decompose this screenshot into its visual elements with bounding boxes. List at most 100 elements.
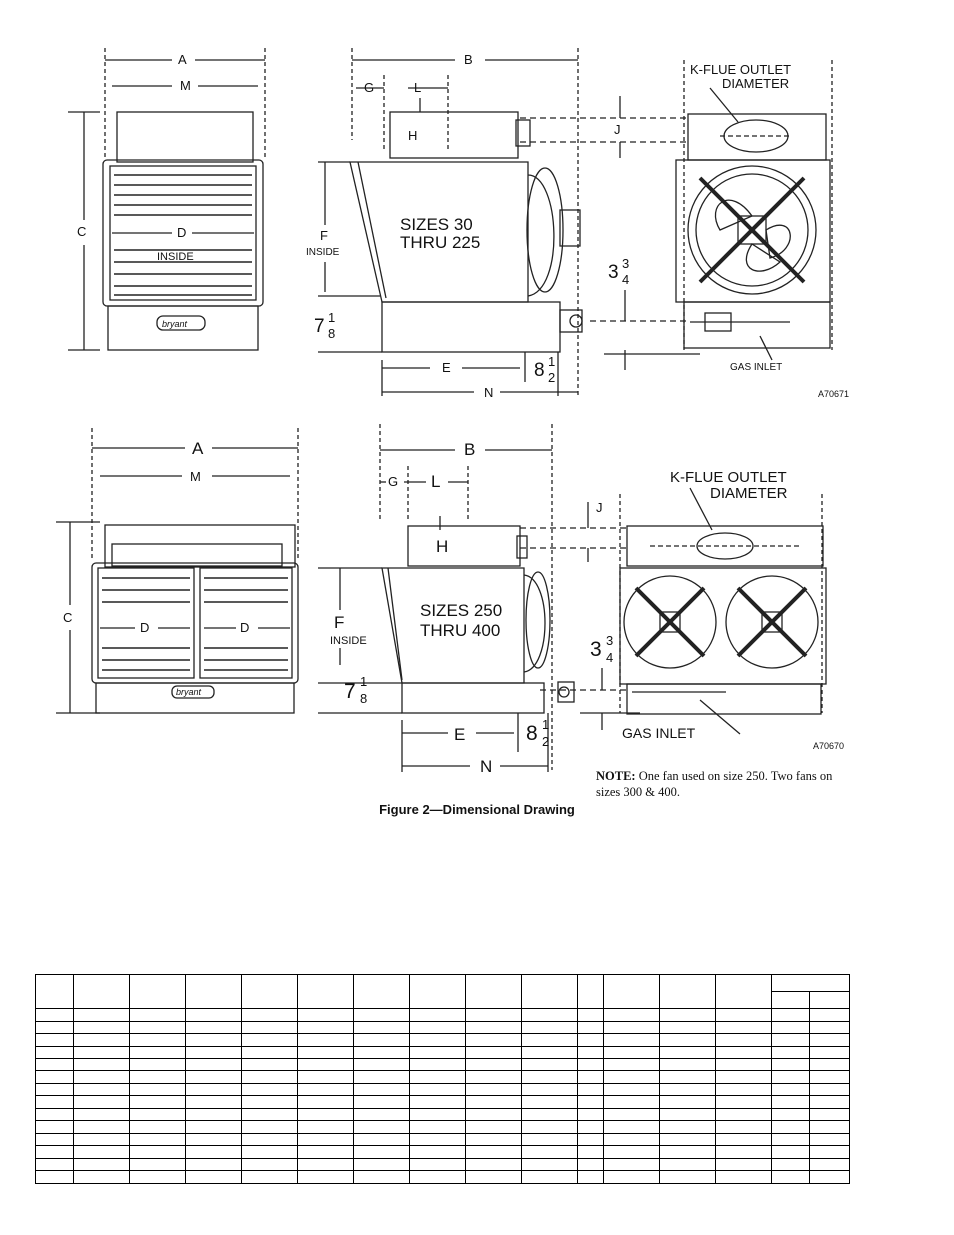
table-cell — [465, 1095, 522, 1109]
table-cell — [715, 1132, 772, 1147]
table-cell — [241, 1095, 298, 1109]
table-cell — [129, 1132, 186, 1147]
table-header-cell — [73, 973, 130, 1010]
table-header-cell — [465, 973, 522, 1010]
table-cell — [465, 1070, 522, 1084]
table-cell — [73, 1082, 130, 1097]
table-cell — [577, 1132, 604, 1147]
dim-label-a-bottom: A — [192, 439, 204, 458]
table-cell — [73, 1070, 130, 1084]
table-row — [35, 1120, 850, 1134]
table-cell — [809, 1170, 850, 1184]
table-cell — [353, 1020, 410, 1035]
table-cell — [521, 1082, 578, 1097]
table-cell — [521, 1045, 578, 1060]
table-row — [35, 1082, 850, 1097]
table-cell — [603, 1008, 660, 1022]
base-height-den-top: 8 — [328, 326, 335, 341]
table-cell — [73, 1157, 130, 1172]
inlet-num-bottom: 3 — [606, 633, 613, 648]
table-cell — [73, 1095, 130, 1109]
gas-inlet-label-bottom: GAS INLET — [622, 725, 696, 741]
table-cell — [715, 1033, 772, 1047]
table-cell — [409, 1132, 466, 1147]
dim-label-g-bottom: G — [388, 474, 398, 489]
table-cell — [715, 1170, 772, 1184]
dim-label-d-left-bottom: D — [140, 620, 149, 635]
table-cell — [521, 1170, 578, 1184]
table-cell — [771, 1008, 810, 1022]
table-cell — [521, 1095, 578, 1109]
table-cell — [577, 1020, 604, 1035]
table-cell — [659, 1057, 716, 1072]
brand-label-top: bryant — [162, 319, 188, 329]
table-cell — [659, 1170, 716, 1184]
table-subheader-cell — [771, 991, 810, 1010]
table-row — [35, 1145, 850, 1159]
table-cell — [465, 1045, 522, 1060]
inlet-whole-top: 3 — [608, 262, 619, 283]
table-cell — [771, 1120, 810, 1134]
table-cell — [465, 1082, 522, 1097]
table-cell — [73, 1145, 130, 1159]
table-cell — [185, 1132, 242, 1147]
table-cell — [35, 1145, 74, 1159]
table-cell — [241, 1132, 298, 1147]
table-cell — [353, 1045, 410, 1060]
table-cell — [129, 1145, 186, 1159]
table-cell — [73, 1057, 130, 1072]
table-cell — [577, 1070, 604, 1084]
table-cell — [771, 1082, 810, 1097]
table-cell — [715, 1057, 772, 1072]
table-cell — [465, 1020, 522, 1035]
table-row — [35, 1070, 850, 1084]
table-cell — [297, 1057, 354, 1072]
table-cell — [73, 1132, 130, 1147]
table-cell — [465, 1120, 522, 1134]
table-cell — [603, 1120, 660, 1134]
dim-label-b-top: B — [464, 52, 473, 67]
table-row — [35, 1045, 850, 1060]
table-cell — [353, 1033, 410, 1047]
rear-view-large — [619, 487, 827, 735]
table-header-cell — [129, 973, 186, 1010]
table-cell — [659, 1045, 716, 1060]
table-cell — [353, 1057, 410, 1072]
table-cell — [809, 1120, 850, 1134]
base-height-whole-bottom: 7 — [344, 680, 356, 703]
table-cell — [73, 1008, 130, 1022]
table-cell — [409, 1170, 466, 1184]
table-cell — [809, 1157, 850, 1172]
dim-label-d-top: D — [177, 225, 186, 240]
sizes-line1-bottom: SIZES 250 — [420, 601, 502, 620]
table-cell — [715, 1082, 772, 1097]
base-height-whole-top: 7 — [314, 316, 325, 337]
table-header-cell — [603, 973, 660, 1010]
gas-inlet-label-top: GAS INLET — [730, 362, 782, 373]
table-cell — [353, 1145, 410, 1159]
table-header-cell — [659, 973, 716, 1010]
sizes-line2-top: THRU 225 — [400, 233, 480, 252]
table-cell — [353, 1170, 410, 1184]
table-cell — [409, 1107, 466, 1122]
table-cell — [129, 1107, 186, 1122]
table-cell — [129, 1170, 186, 1184]
offset-num-bottom: 1 — [542, 717, 549, 732]
table-cell — [353, 1132, 410, 1147]
table-header-cell — [409, 973, 466, 1010]
table-cell — [715, 1070, 772, 1084]
side-view-small — [318, 48, 700, 396]
dim-label-a-top: A — [178, 52, 187, 67]
table-cell — [185, 1120, 242, 1134]
table-cell — [521, 1057, 578, 1072]
dim-label-n-top: N — [484, 385, 493, 400]
table-cell — [409, 1157, 466, 1172]
table-cell — [603, 1070, 660, 1084]
table-cell — [73, 1170, 130, 1184]
table-cell — [73, 1033, 130, 1047]
table-cell — [603, 1020, 660, 1035]
table-cell — [185, 1095, 242, 1109]
table-cell — [577, 1033, 604, 1047]
table-cell — [297, 1008, 354, 1022]
table-cell — [185, 1008, 242, 1022]
